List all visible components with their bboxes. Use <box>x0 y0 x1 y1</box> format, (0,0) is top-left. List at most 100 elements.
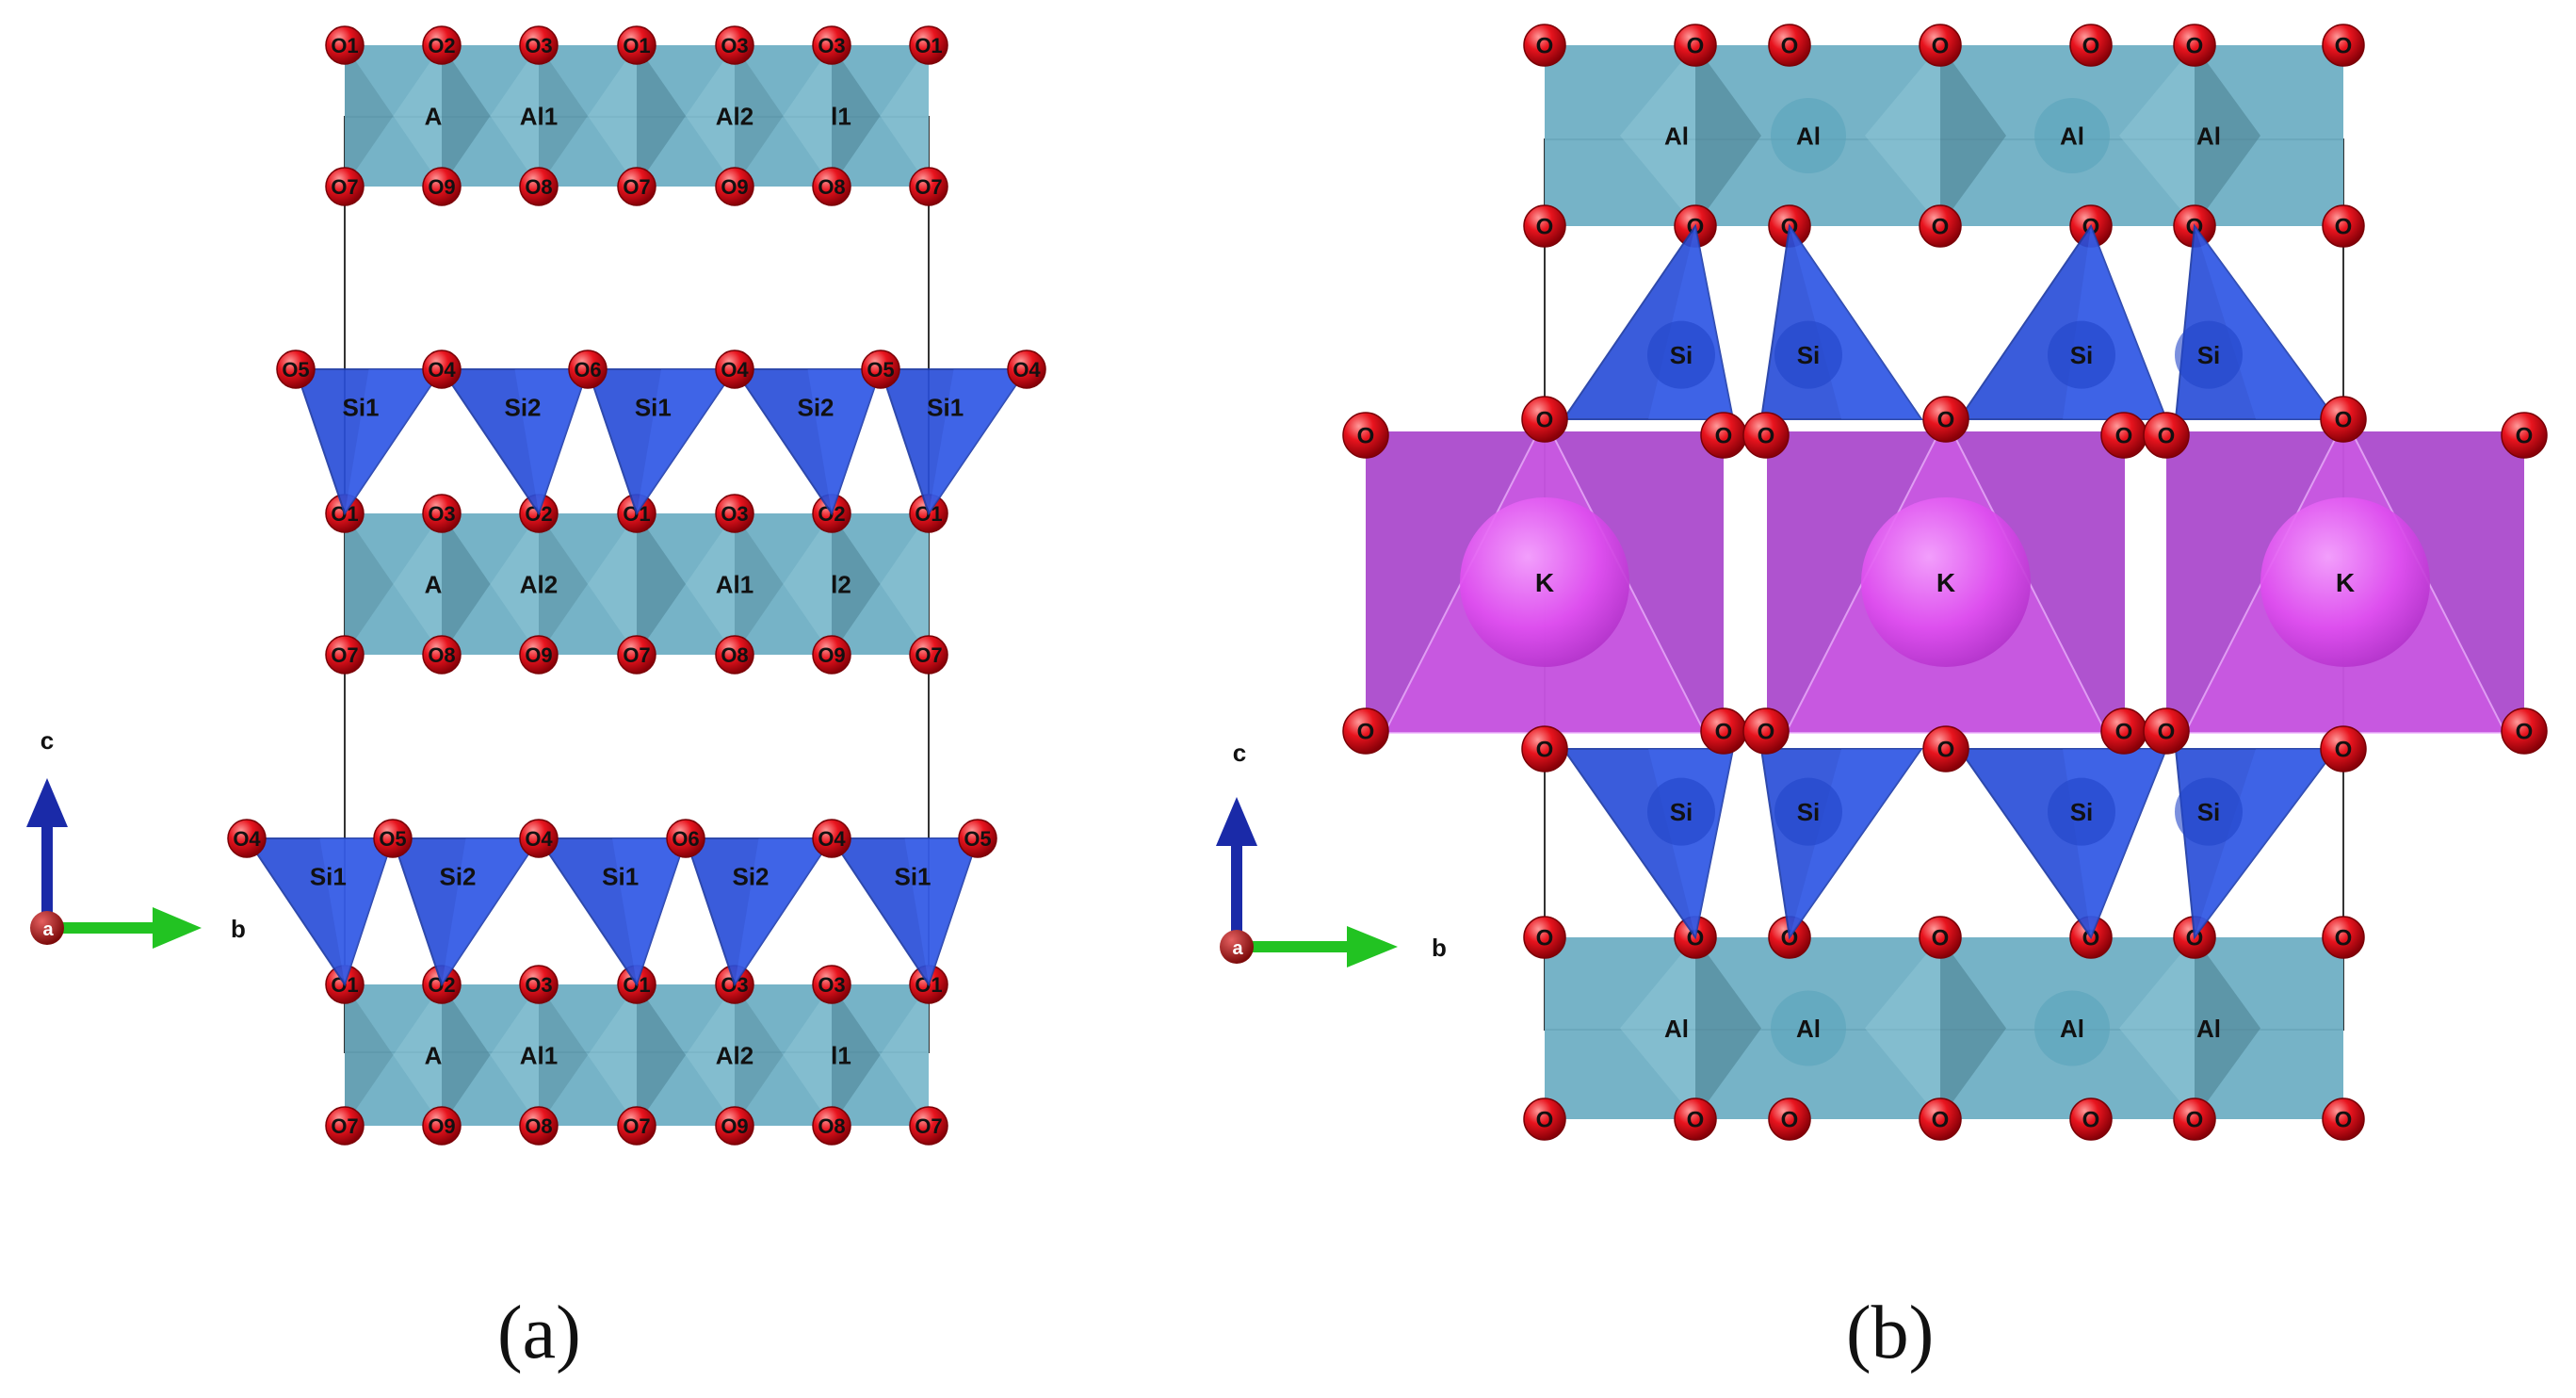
oxygen-atom <box>909 167 948 206</box>
al-atom-label: Al <box>2196 1015 2221 1043</box>
oxygen-atom <box>1919 24 1962 67</box>
c-axis-arrow-head <box>26 778 68 827</box>
oxygen-atom-label: O5 <box>964 827 991 851</box>
oxygen-atom-label: O8 <box>525 1114 552 1138</box>
oxygen-atom-label: O <box>2516 720 2534 745</box>
oxygen-atom <box>1007 350 1046 389</box>
oxygen-atom <box>1521 725 1568 772</box>
al-octahedron-face <box>783 513 832 655</box>
al-atom-label: Al <box>1796 1015 1821 1043</box>
si-tetrahedron <box>294 368 444 516</box>
b-axis-label: b <box>231 915 246 943</box>
si-tetrahedron-face <box>735 838 832 984</box>
si-tetrahedron <box>1957 748 2168 940</box>
al-atom-label: Al <box>1796 122 1821 150</box>
al-octahedron-face <box>2119 937 2195 1119</box>
oxygen-atom-label: O <box>2516 424 2534 449</box>
oxygen-atom <box>1742 412 1790 459</box>
oxygen-atom <box>1768 1097 1811 1141</box>
oxygen-atom <box>958 819 997 858</box>
si-tetrahedron <box>586 368 737 516</box>
oxygen-atom-label: O8 <box>818 1114 845 1138</box>
si-atom <box>1774 320 1842 389</box>
oxygen-atom <box>812 167 851 206</box>
panel-b-caption: (b) <box>1846 1292 1935 1374</box>
oxygen-atom-label: O <box>2158 424 2176 449</box>
oxygen-atom <box>1523 204 1566 248</box>
oxygen-atom <box>1768 24 1811 67</box>
oxygen-atom <box>715 350 754 389</box>
a-axis-origin-ball <box>30 911 64 945</box>
a-axis-origin-ball <box>1220 930 1254 964</box>
oxygen-atom-label: O <box>2082 34 2100 59</box>
oxygen-atom <box>2143 412 2190 459</box>
oxygen-atom-label: O7 <box>331 1114 358 1138</box>
oxygen-atom-label: O <box>2335 738 2353 763</box>
si-atom-label: Si1 <box>635 393 672 421</box>
oxygen-atom-label: O3 <box>818 973 845 997</box>
panel-b-axes: c b a <box>1216 739 1447 967</box>
al-octahedron-face <box>393 513 442 655</box>
al-octahedron-face <box>686 45 735 187</box>
oxygen-atom <box>2322 1097 2365 1141</box>
al-atom-label: l1 <box>831 102 851 130</box>
si-atom-label: Si <box>1797 341 1821 369</box>
b-axis-arrow-head <box>153 907 202 949</box>
al-octahedron-face <box>783 984 832 1126</box>
oxygen-atom-label: O3 <box>818 34 845 57</box>
si-tetrahedron-face <box>807 369 881 513</box>
oxygen-atom-label: O4 <box>428 358 456 382</box>
oxygen-atom-label: O7 <box>331 643 358 667</box>
oxygen-atom-label: O7 <box>623 1114 650 1138</box>
si-tetrahedron <box>830 837 980 987</box>
oxygen-atom <box>519 819 559 858</box>
si-atom-label: Si <box>1797 798 1821 826</box>
al-octahedron-face <box>686 984 735 1126</box>
k-atom <box>2260 497 2430 667</box>
oxygen-atom-label: O <box>2115 424 2133 449</box>
al-octahedron-face <box>393 45 442 187</box>
oxygen-atom <box>2320 396 2367 443</box>
al-octahedron-face <box>393 984 442 1126</box>
oxygen-atom <box>909 25 948 65</box>
panel-a-axes: c b a <box>26 726 246 949</box>
oxygen-atom <box>2143 707 2190 755</box>
k-atom <box>1861 497 2031 667</box>
b-axis-label: b <box>1432 934 1447 962</box>
oxygen-atom-label: O9 <box>818 643 845 667</box>
si-tetrahedron <box>733 368 883 516</box>
oxygen-atom <box>617 635 656 675</box>
oxygen-atom <box>568 350 608 389</box>
oxygen-atom <box>1922 396 1969 443</box>
si-tetrahedron <box>537 837 688 987</box>
al-octahedron-face <box>588 513 637 655</box>
oxygen-atom <box>812 819 851 858</box>
oxygen-atom <box>519 167 559 206</box>
si-tetrahedron-face <box>514 369 588 513</box>
al-atom-label: l1 <box>831 1041 851 1069</box>
oxygen-atom <box>1674 24 1717 67</box>
al-octahedron-face <box>490 984 539 1126</box>
al-octahedron-face <box>2119 45 2195 226</box>
oxygen-atom-label: O <box>1715 720 1733 745</box>
oxygen-atom <box>519 1106 559 1146</box>
b-axis-arrow-head <box>1347 926 1398 967</box>
a-axis-label: a <box>1232 938 1243 959</box>
oxygen-atom-label: O <box>2158 720 2176 745</box>
oxygen-atom-label: O7 <box>915 175 942 199</box>
oxygen-atom-label: O3 <box>525 973 552 997</box>
si-tetrahedron-face <box>929 369 1027 513</box>
si-tetrahedron-face <box>345 369 442 513</box>
oxygen-atom <box>325 25 365 65</box>
oxygen-atom <box>2173 24 2216 67</box>
al-atom <box>2034 990 2110 1066</box>
al-octahedron-face <box>588 45 637 187</box>
oxygen-atom <box>1922 725 1969 772</box>
al-octahedron-face <box>442 513 491 655</box>
oxygen-atom <box>422 1106 462 1146</box>
oxygen-atom <box>1674 1097 1717 1141</box>
si-atom <box>1647 777 1715 846</box>
oxygen-atom <box>422 494 462 533</box>
oxygen-atom-label: O4 <box>721 358 749 382</box>
